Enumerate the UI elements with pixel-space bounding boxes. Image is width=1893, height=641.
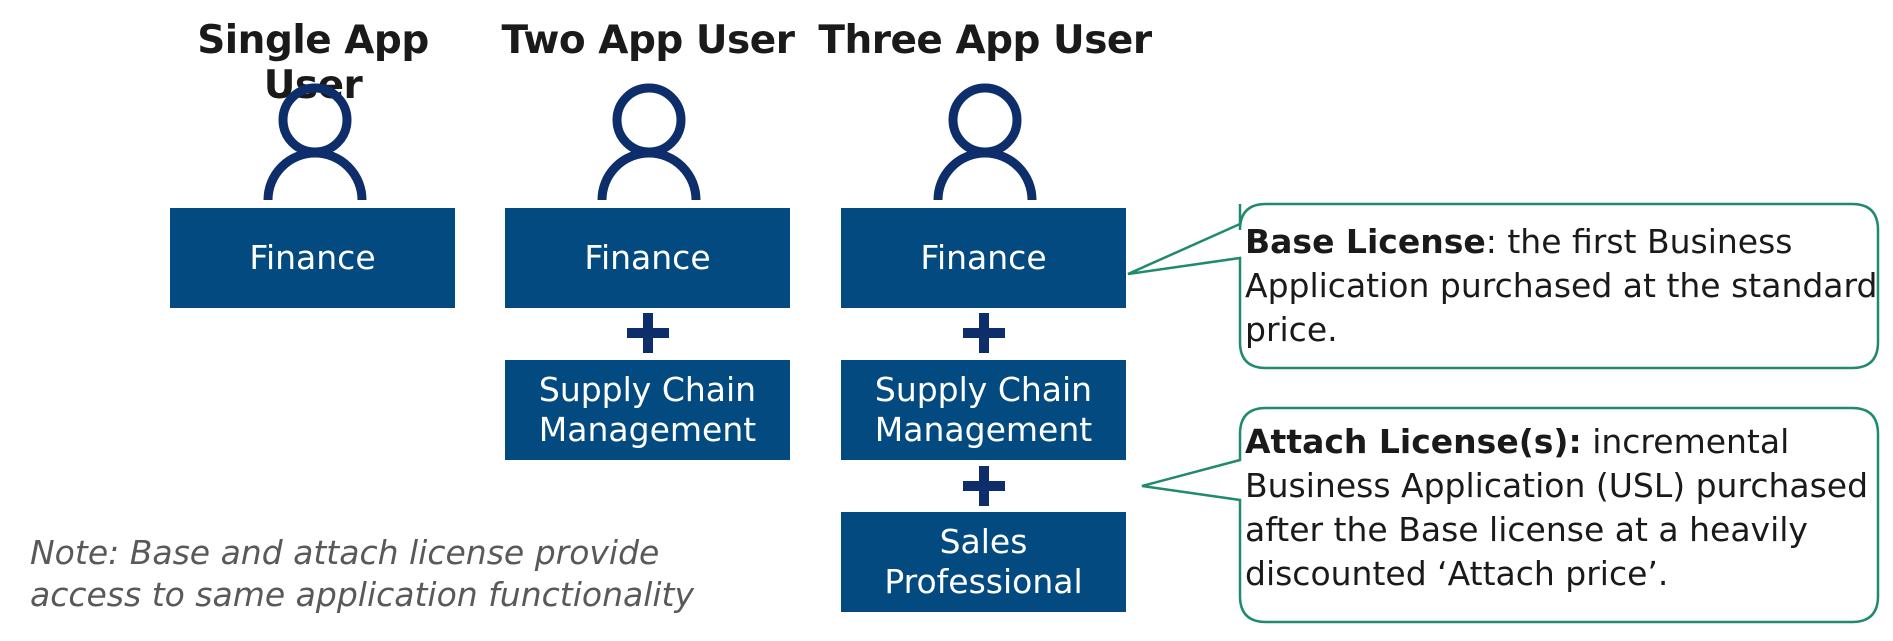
plus-icon xyxy=(627,313,669,353)
attach-license-term: Attach License(s): xyxy=(1245,422,1582,461)
base-license-description: Base License: the first Business Applica… xyxy=(1245,220,1885,352)
attach-license-description: Attach License(s): incremental Business … xyxy=(1245,420,1885,596)
base-license-term: Base License xyxy=(1245,222,1486,261)
app-box-supply-chain: Supply Chain Management xyxy=(505,360,790,460)
app-box-finance: Finance xyxy=(841,208,1126,308)
column-title-three: Three App User xyxy=(818,18,1152,63)
user-icon xyxy=(597,83,701,200)
app-box-sales-professional: Sales Professional xyxy=(841,512,1126,612)
attach-license-text: incremental Business Application (USL) p… xyxy=(1245,422,1869,593)
base-license-callout-bubble xyxy=(1127,202,1880,370)
app-box-finance: Finance xyxy=(170,208,455,308)
base-license-text: the first Business Application purchased… xyxy=(1245,222,1878,349)
attach-license-callout-bubble xyxy=(1141,406,1880,624)
footnote-line-2: access to same application functionality xyxy=(30,575,695,614)
app-box-finance: Finance xyxy=(505,208,790,308)
user-icon xyxy=(263,83,367,200)
footnote-line-1: Note: Base and attach license provide xyxy=(30,533,660,572)
user-icon xyxy=(933,83,1037,200)
footnote: Note: Base and attach license provide ac… xyxy=(30,532,730,616)
column-title-two: Two App User xyxy=(501,18,795,63)
plus-icon xyxy=(963,313,1005,353)
app-box-supply-chain: Supply Chain Management xyxy=(841,360,1126,460)
base-license-separator: : xyxy=(1485,222,1497,261)
plus-icon xyxy=(963,466,1005,506)
